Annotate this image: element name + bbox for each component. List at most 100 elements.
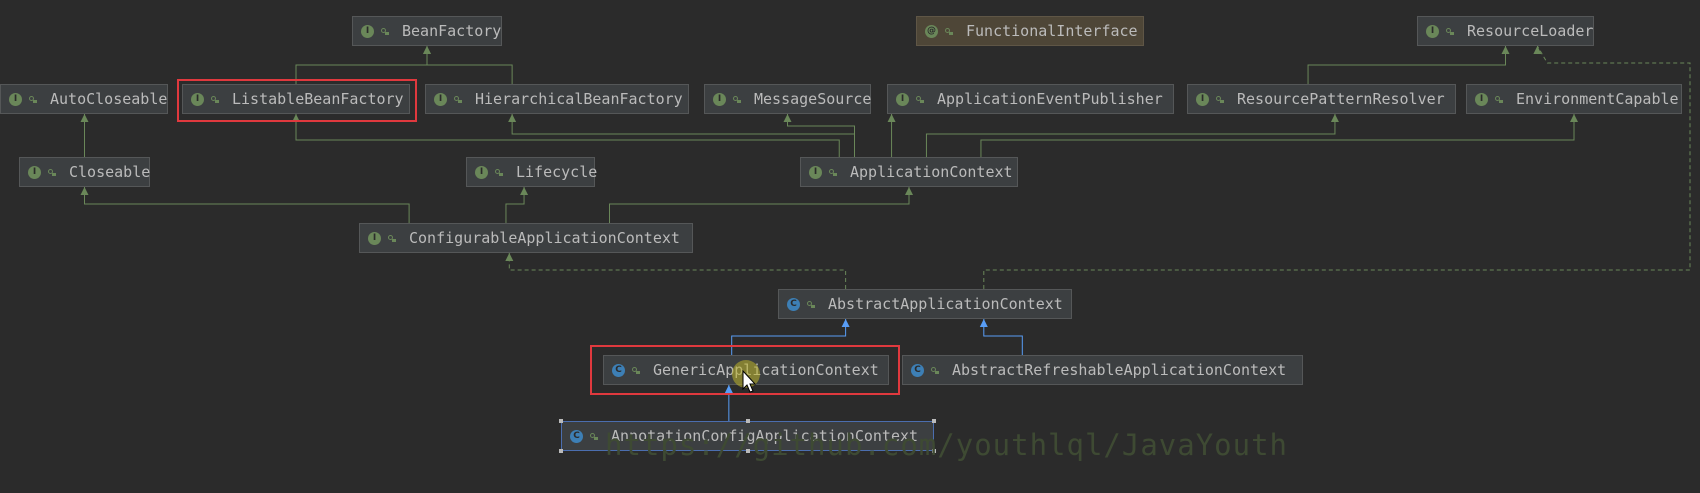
edge-line	[983, 45, 1691, 289]
edge-arrowhead	[80, 114, 89, 122]
node-lifecycle[interactable]: I Lifecycle	[466, 157, 598, 187]
node-label: MessageSource	[754, 90, 872, 108]
public-modifier-icon	[732, 94, 742, 104]
selection-handle[interactable]	[932, 419, 936, 423]
interface-icon: I	[368, 231, 381, 245]
edge-arrowhead	[724, 385, 733, 393]
public-modifier-icon	[944, 26, 954, 36]
interface-icon: I	[1196, 92, 1209, 106]
public-modifier-icon	[387, 233, 397, 243]
edge-arrowhead	[887, 114, 896, 122]
edge-line	[925, 114, 1336, 157]
highlight-box	[590, 345, 900, 395]
class-icon: C	[570, 429, 583, 443]
interface-icon: I	[713, 92, 726, 106]
node-functional-interface[interactable]: @ FunctionalInterface	[916, 16, 1144, 46]
mouse-pointer-icon	[742, 370, 757, 393]
node-abstract-refreshable-application-context[interactable]: C AbstractRefreshableApplicationContext	[902, 355, 1303, 385]
edge-arrowhead	[979, 319, 988, 327]
highlight-box	[177, 79, 417, 122]
node-message-source[interactable]: I MessageSource	[704, 84, 871, 114]
watermark-url: https://github.com/youthlql/JavaYouth	[605, 428, 1289, 462]
node-label: ResourcePatternResolver	[1237, 90, 1445, 108]
node-label: Closeable	[69, 163, 151, 181]
public-modifier-icon	[1445, 26, 1455, 36]
edge-line	[1307, 46, 1506, 84]
node-abstract-application-context[interactable]: C AbstractApplicationContext	[778, 289, 1072, 319]
interface-icon: I	[1475, 92, 1488, 106]
selection-handle[interactable]	[745, 419, 750, 423]
node-label: BeanFactory	[402, 22, 502, 40]
edge-line	[295, 114, 840, 157]
public-modifier-icon	[380, 26, 390, 36]
interface-icon: I	[809, 165, 822, 179]
edge-arrowhead	[508, 114, 517, 122]
class-icon: C	[911, 363, 924, 377]
edge-arrowhead	[80, 187, 89, 195]
edge-arrowhead	[841, 319, 850, 327]
selection-handle[interactable]	[559, 449, 563, 453]
public-modifier-icon	[930, 365, 940, 375]
selection-handle[interactable]	[559, 419, 563, 423]
public-modifier-icon	[494, 167, 504, 177]
selection-handle[interactable]	[932, 449, 936, 453]
node-bean-factory[interactable]: I BeanFactory	[352, 16, 502, 46]
node-label: AbstractRefreshableApplicationContext	[952, 361, 1287, 379]
node-label: Lifecycle	[516, 163, 598, 181]
class-icon: C	[612, 363, 625, 377]
edge-line	[983, 319, 1023, 355]
annotation-icon: @	[925, 24, 938, 38]
public-modifier-icon	[47, 167, 57, 177]
node-label: HierarchicalBeanFactory	[475, 90, 683, 108]
node-hierarchical-bean-factory[interactable]: I HierarchicalBeanFactory	[425, 84, 689, 114]
node-label: AutoCloseable	[50, 90, 168, 108]
node-label: AbstractApplicationContext	[828, 295, 1063, 313]
edge-arrowhead	[1570, 114, 1578, 122]
edge-arrowhead	[505, 253, 514, 261]
edge-line	[980, 114, 1575, 157]
edge-arrowhead	[1330, 114, 1339, 122]
node-label: ApplicationContext	[850, 163, 1013, 181]
public-modifier-icon	[631, 365, 641, 375]
edge-line	[511, 114, 855, 157]
interface-icon: I	[475, 165, 488, 179]
interface-icon: I	[1426, 24, 1439, 38]
public-modifier-icon	[28, 94, 38, 104]
node-label: ConfigurableApplicationContext	[409, 229, 680, 247]
selection-handle[interactable]	[745, 449, 750, 453]
edge-line	[426, 46, 513, 84]
node-configurable-application-context[interactable]: I ConfigurableApplicationContext	[359, 223, 693, 253]
public-modifier-icon	[453, 94, 463, 104]
public-modifier-icon	[915, 94, 925, 104]
public-modifier-icon	[1494, 94, 1504, 104]
node-label: FunctionalInterface	[966, 22, 1138, 40]
edge-arrowhead	[1501, 46, 1510, 54]
interface-icon: I	[361, 24, 374, 38]
node-resource-pattern-resolver[interactable]: I ResourcePatternResolver	[1187, 84, 1456, 114]
interface-icon: I	[28, 165, 41, 179]
node-resource-loader[interactable]: I ResourceLoader	[1417, 16, 1594, 46]
interface-icon: I	[896, 92, 909, 106]
node-label: ResourceLoader	[1467, 22, 1594, 40]
node-closeable[interactable]: I Closeable	[19, 157, 150, 187]
node-environment-capable[interactable]: I EnvironmentCapable	[1466, 84, 1682, 114]
public-modifier-icon	[589, 431, 599, 441]
edge-arrowhead	[520, 187, 529, 195]
interface-icon: I	[434, 92, 447, 106]
public-modifier-icon	[806, 299, 816, 309]
edge-line	[84, 187, 410, 223]
edge-line	[787, 114, 855, 157]
public-modifier-icon	[828, 167, 838, 177]
edge-line	[609, 187, 910, 223]
interface-icon: I	[191, 92, 204, 106]
edge-line	[508, 253, 847, 289]
public-modifier-icon	[1215, 94, 1225, 104]
node-label: EnvironmentCapable	[1516, 90, 1679, 108]
class-icon: C	[787, 297, 800, 311]
edge-arrowhead	[1533, 46, 1542, 54]
node-application-context[interactable]: I ApplicationContext	[800, 157, 1018, 187]
